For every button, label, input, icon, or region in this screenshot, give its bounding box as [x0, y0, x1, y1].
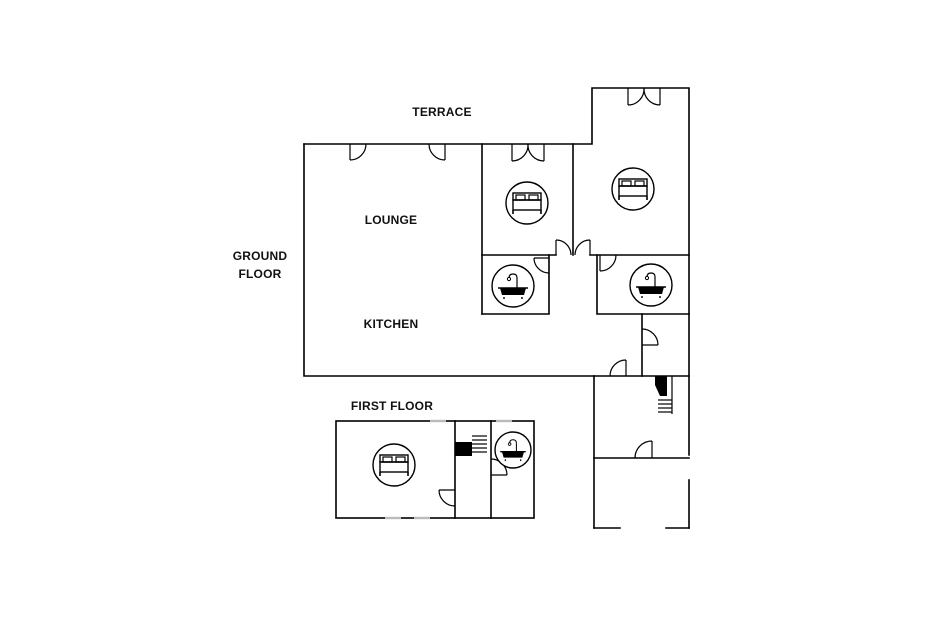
- first-floor-label: FIRST FLOOR: [350, 399, 434, 413]
- bath-shower-icon: [494, 431, 532, 469]
- bed-icon: [505, 181, 549, 225]
- first-floor-walls: [335, 419, 535, 520]
- kitchen-label: KITCHEN: [363, 317, 419, 331]
- lounge-label: LOUNGE: [364, 213, 418, 227]
- bath-shower-icon: [491, 264, 535, 308]
- ground-floor-doors: [349, 87, 673, 459]
- bed-icon: [611, 167, 655, 211]
- terrace-label: TERRACE: [412, 105, 472, 119]
- bed-icon: [372, 443, 416, 487]
- ground-floor-label: GROUND FLOOR: [232, 249, 288, 281]
- bath-shower-icon: [629, 263, 673, 307]
